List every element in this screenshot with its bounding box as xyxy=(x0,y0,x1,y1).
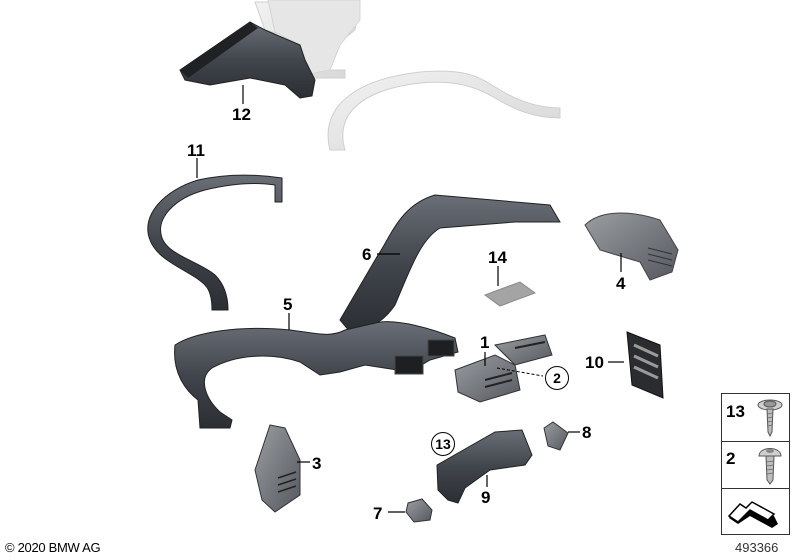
part-label-4[interactable]: 4 xyxy=(616,274,626,293)
part-1-vent-assembly xyxy=(454,334,553,403)
part-label-2-circled[interactable]: 2 xyxy=(545,366,569,390)
part-label-9[interactable]: 9 xyxy=(481,488,491,507)
part-label-11[interactable]: 11 xyxy=(187,141,205,160)
part-10-grille xyxy=(626,331,664,399)
forward-arrow-icon xyxy=(727,501,778,528)
screw-round-head-icon xyxy=(758,448,782,485)
legend-item-2[interactable]: 2 xyxy=(722,441,789,489)
part-label-13-circled[interactable]: 13 xyxy=(431,432,455,456)
part-9-duct xyxy=(436,429,533,504)
part-label-5[interactable]: 5 xyxy=(283,295,293,314)
part-4-vent xyxy=(584,212,679,281)
part-label-3[interactable]: 3 xyxy=(312,454,322,473)
legend-label: 2 xyxy=(726,449,736,468)
part-label-6[interactable]: 6 xyxy=(362,245,372,264)
part-12-duct xyxy=(179,21,316,99)
part-14-pad xyxy=(483,281,537,307)
ghost-duct-upper xyxy=(254,0,361,79)
legend-label: 13 xyxy=(726,402,745,421)
ghost-duct-arc xyxy=(327,70,561,151)
part-7-cap xyxy=(405,498,433,523)
part-label-14[interactable]: 14 xyxy=(488,248,507,267)
legend-item-arrow[interactable] xyxy=(722,488,789,534)
part-label-10[interactable]: 10 xyxy=(585,353,604,372)
part-label-8[interactable]: 8 xyxy=(582,423,592,442)
part-label-12[interactable]: 12 xyxy=(232,105,251,124)
screw-washer-head-icon xyxy=(757,399,783,438)
legend-item-13[interactable]: 13 xyxy=(722,394,789,442)
fastener-legend: 13 2 xyxy=(721,393,790,535)
diagram-number: 493366 xyxy=(735,540,779,555)
part-label-1[interactable]: 1 xyxy=(480,333,490,352)
part-8-cap xyxy=(543,421,569,451)
part-3-vent xyxy=(254,424,301,513)
part-label-7[interactable]: 7 xyxy=(373,504,383,523)
copyright-text: © 2020 BMW AG xyxy=(5,540,101,555)
part-5-6-duct xyxy=(174,194,561,429)
part-11-duct xyxy=(147,174,283,311)
